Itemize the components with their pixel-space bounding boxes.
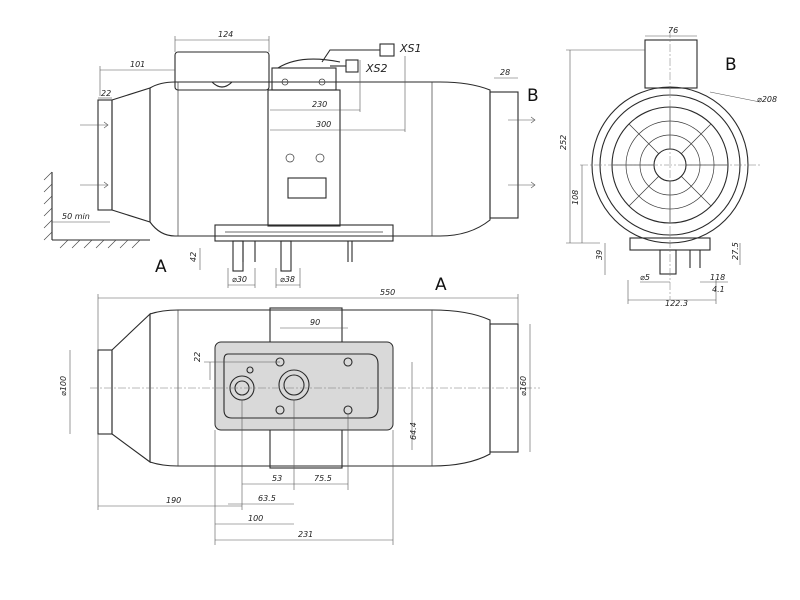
dim-53: 53 <box>272 474 282 483</box>
dim-28: 28 <box>500 68 510 77</box>
end-pipe <box>659 249 677 275</box>
exhaust-pipe <box>232 240 244 272</box>
outlet-pipe <box>489 91 519 219</box>
center-module <box>267 89 341 227</box>
control-box <box>174 51 270 91</box>
dim-27-5: 27.5 <box>731 242 740 260</box>
inlet-cone <box>111 87 151 223</box>
dim-63-5: 63.5 <box>258 494 276 503</box>
side-dimensions <box>52 36 518 288</box>
label-plate <box>287 177 327 199</box>
side-view: 124 101 22 28 230 300 50 min 42 ⌀30 ⌀38 … <box>43 30 539 288</box>
section-b-marker: B <box>527 86 539 106</box>
dim-d208: ⌀208 <box>757 95 777 104</box>
inlet-pipe <box>97 99 113 211</box>
dim-252: 252 <box>559 135 568 150</box>
heater-body <box>149 81 491 237</box>
top-module <box>644 39 698 89</box>
xs2-plug <box>345 59 359 73</box>
bottom-inlet-pipe <box>97 349 113 435</box>
dim-90: 90 <box>310 318 320 327</box>
dim-50min: 50 min <box>62 212 90 221</box>
end-dimensions <box>566 35 761 304</box>
connector-block <box>271 67 337 91</box>
airflow-arrows <box>80 116 536 189</box>
dim-d30: ⌀30 <box>232 275 247 284</box>
dim-d100: ⌀100 <box>59 376 68 396</box>
dim-64-4: 64.4 <box>409 422 418 440</box>
view-b-label: B <box>725 55 737 75</box>
dim-550: 550 <box>380 288 395 297</box>
dim-101: 101 <box>130 60 145 69</box>
view-a-label: A <box>435 275 447 295</box>
dim-122-3: 122.3 <box>665 299 688 308</box>
dim-22: 22 <box>101 89 111 98</box>
dim-118: 118 <box>710 273 725 282</box>
dim-d38: ⌀38 <box>280 275 295 284</box>
bottom-inlet-cone <box>111 312 151 464</box>
dim-230: 230 <box>312 100 327 109</box>
dim-124: 124 <box>218 30 233 39</box>
end-view-b: 76 B ⌀208 252 108 39 27.5 ⌀5 118 4.1 122… <box>559 26 777 308</box>
dim-190: 190 <box>166 496 181 505</box>
dim-108: 108 <box>571 190 580 205</box>
xs1-label: XS1 <box>399 42 422 55</box>
bottom-dimensions <box>69 294 531 545</box>
dim-22b: 22 <box>193 352 202 362</box>
base-plate <box>214 224 394 242</box>
bottom-body <box>149 309 491 467</box>
xs1-plug <box>379 43 395 57</box>
mounting-wall <box>43 171 150 249</box>
dim-100: 100 <box>248 514 263 523</box>
dim-d160: ⌀160 <box>519 376 528 396</box>
dim-231: 231 <box>298 530 313 539</box>
intake-pipe <box>280 240 292 272</box>
dim-4-1: 4.1 <box>712 285 725 294</box>
xs2-label: XS2 <box>365 62 388 75</box>
dim-300: 300 <box>316 120 331 129</box>
bottom-view-a: A <box>59 275 540 545</box>
dim-39: 39 <box>595 250 604 260</box>
dim-75-5: 75.5 <box>314 474 332 483</box>
section-a-marker: A <box>155 257 167 277</box>
dim-42: 42 <box>189 252 198 262</box>
dim-76: 76 <box>668 26 678 35</box>
dim-d5: ⌀5 <box>640 273 650 282</box>
